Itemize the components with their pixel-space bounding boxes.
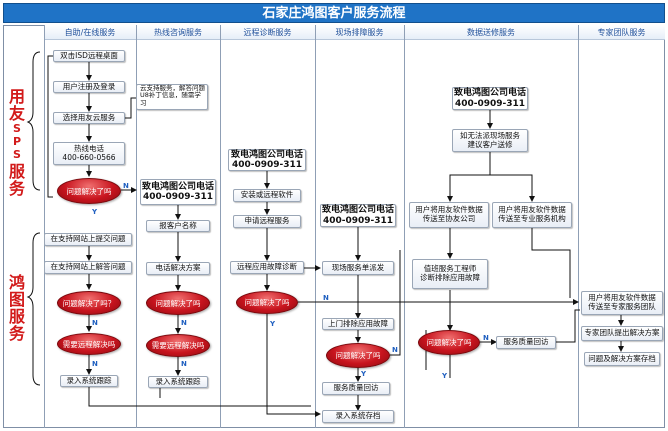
call-label: 致电鸿图公司电话 <box>453 88 526 99</box>
branch-no-mark: N <box>483 334 489 342</box>
decision-problem-solved-3: 问题解决了吗 <box>146 291 210 315</box>
diagram-title: 石家庄鸿图客户服务流程 <box>3 3 665 23</box>
side-label-sps-p: P <box>12 135 22 148</box>
step-quality-callback-1: 服务质量回访 <box>322 382 390 395</box>
decision-need-remote-1: 需要远程解决吗 <box>57 333 121 355</box>
step-report-customer-name: 报客户名称 <box>146 220 210 232</box>
step-record-tracking-1: 录入系统跟踪 <box>60 375 118 387</box>
step-onsite-troubleshoot: 上门排除应用故障 <box>322 318 394 330</box>
step-user-register-login: 用户注册及登录 <box>53 81 125 93</box>
step-select-yonyou-cloud: 选择用友云服务 <box>53 112 125 124</box>
column-header-expert: 专家团队服务 <box>578 25 665 40</box>
note-line-2: U8补丁信息，随需学习 <box>140 91 201 107</box>
branch-no-mark: N <box>92 360 98 368</box>
hotline-number: 400-660-0566 <box>62 152 116 162</box>
engineer-line-1: 值班服务工程师 <box>423 264 477 274</box>
note-line-1: 云支持服务，解答问题 <box>140 84 205 92</box>
step-engineer-diagnosis: 值班服务工程师 诊断排除应用故障 <box>412 259 488 289</box>
column-header-onsite: 现场排障服务 <box>315 25 404 40</box>
suggest-line-1: 如无法派现场服务 <box>460 130 520 140</box>
call-number: 400-0909-311 <box>231 160 303 170</box>
step-remote-diagnosis: 远程应用故障诊断 <box>230 261 304 274</box>
call-label: 致电鸿图公司电话 <box>141 181 214 192</box>
branch-no-mark: N <box>323 294 329 302</box>
branch-no-mark: N <box>92 319 98 327</box>
decision-problem-solved-5: 问题解决了吗 <box>326 343 390 368</box>
step-expert-solution: 专家团队提出解决方案 <box>581 326 663 341</box>
step-send-data-expert: 用户将用友软件数据 传送至专家服务团队 <box>581 291 663 315</box>
column-divider <box>44 25 45 428</box>
column-header-remote: 远程诊断服务 <box>220 25 315 40</box>
step-quality-callback-2: 服务质量回访 <box>496 336 556 349</box>
note-cloud-support: 云支持服务，解答问题 U8补丁信息，随需学习 <box>136 84 208 110</box>
step-solution-archive: 问题及解决方案存档 <box>584 352 660 366</box>
branch-yes-mark: Y <box>442 372 448 380</box>
hotline-label: 热线电话 <box>74 143 104 153</box>
step-hotline-yonyou: 热线电话 400-660-0566 <box>53 142 125 165</box>
column-divider <box>404 25 405 428</box>
step-call-hongtu-onsite: 致电鸿图公司电话 400-0909-311 <box>320 204 396 227</box>
step-apply-remote-service: 申请远程服务 <box>233 215 301 228</box>
column-divider <box>578 25 579 428</box>
engineer-line-2: 诊断排除应用故障 <box>420 273 480 282</box>
step-phone-solution: 电话解决方案 <box>146 262 210 275</box>
suggest-line-2: 建议客户送修 <box>467 139 513 149</box>
side-label-hongtu: 鸿图服务 <box>8 273 25 343</box>
column-divider <box>315 25 316 428</box>
step-record-archive: 录入系统存档 <box>322 410 394 423</box>
expert-send-line-2: 传送至专家服务团队 <box>588 302 656 311</box>
side-label-sps-bottom: 服务 <box>8 162 25 198</box>
call-label: 致电鸿图公司电话 <box>321 205 394 216</box>
decision-problem-solved-2: 问题解决了吗？ <box>57 291 121 315</box>
step-call-hongtu-hotline: 致电鸿图公司电话 400-0909-311 <box>140 179 216 205</box>
column-divider <box>220 25 221 428</box>
step-call-hongtu-remote: 致电鸿图公司电话 400-0909-311 <box>228 149 306 171</box>
step-isd-remote-desktop: 双击ISD远程桌面 <box>53 50 125 62</box>
send-line-2: 传送至协友公司 <box>422 214 476 223</box>
step-send-data-partner: 用户将用友软件数据 传送至协友公司 <box>409 202 489 228</box>
step-submit-question-site: 在支持网站上提交问题 <box>44 233 132 246</box>
branch-no-mark: N <box>181 319 187 327</box>
step-dispatch-onsite-order: 现场服务单派发 <box>322 261 394 275</box>
column-header-hotline: 热线咨询服务 <box>136 25 220 40</box>
call-label: 致电鸿图公司电话 <box>230 149 303 160</box>
step-answer-question-site: 在支持网站上解答问题 <box>44 261 132 274</box>
send-line-1: 用户将用友软件数据 <box>415 205 483 215</box>
call-number: 400-0909-311 <box>454 98 526 109</box>
expert-send-line-1: 用户将用友软件数据 <box>588 293 656 303</box>
branch-no-mark: N <box>392 346 398 354</box>
column-header-self-service: 自助/在线服务 <box>44 25 136 40</box>
step-record-tracking-2: 录入系统跟踪 <box>148 376 208 388</box>
decision-problem-solved-6: 问题解决了吗 <box>418 330 480 355</box>
side-label-sps-top: 用友 <box>8 87 25 123</box>
branch-yes-mark: Y <box>361 370 367 378</box>
branch-yes-mark: Y <box>270 320 276 328</box>
column-header-data-repair: 数据送修服务 <box>404 25 578 40</box>
decision-need-remote-2: 需要远程解决吗 <box>146 334 210 357</box>
step-send-data-agency: 用户将用友软件数据 传送至专业服务机构 <box>492 202 572 228</box>
step-install-remote-software: 安装或远程软件 <box>233 189 301 202</box>
step-suggest-send-repair: 如无法派现场服务 建议客户送修 <box>452 129 528 152</box>
decision-problem-solved-1: 问题解决了吗 <box>57 178 121 204</box>
call-number: 400-0909-311 <box>322 215 394 226</box>
decision-problem-solved-4: 问题解决了吗 <box>236 291 298 314</box>
branch-no-mark: N <box>181 360 187 368</box>
branch-no-mark: N <box>123 182 129 190</box>
send-line-2: 传送至专业服务机构 <box>498 214 566 223</box>
send-line-1: 用户将用友软件数据 <box>498 205 566 215</box>
side-label-sps-s1: S <box>13 122 21 135</box>
column-divider <box>136 25 137 428</box>
call-number: 400-0909-311 <box>142 192 214 202</box>
branch-yes-mark: Y <box>92 208 98 216</box>
step-call-hongtu-repair: 致电鸿图公司电话 400-0909-311 <box>452 87 528 110</box>
side-label-sps-s2: S <box>13 148 21 161</box>
